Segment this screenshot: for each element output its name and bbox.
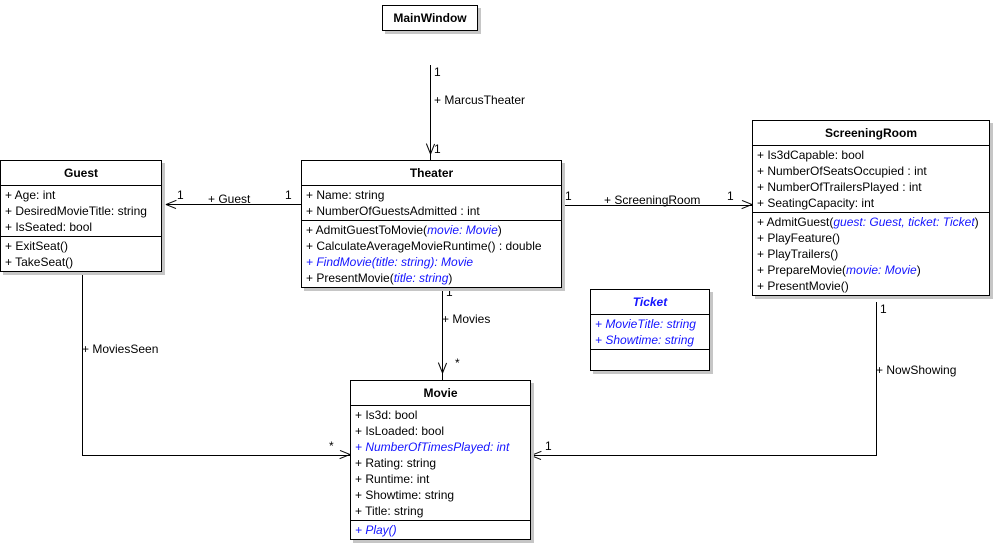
attribute-row: + Is3d: bool — [355, 408, 418, 422]
attribute-row: + NumberOfGuestsAdmitted : int — [306, 204, 480, 218]
operation-row: + AdmitGuestToMovie(movie: Movie) — [302, 222, 561, 238]
multiplicity-theater-guest-source: 1 — [285, 188, 292, 202]
connector-theater-screeningroom — [562, 205, 752, 206]
association-label-marcustheater: + MarcusTheater — [434, 93, 526, 107]
operation-row: + TakeSeat() — [5, 255, 74, 269]
connector-guest-movie-horizontal — [82, 455, 350, 456]
class-name-screeningroom: ScreeningRoom — [824, 126, 917, 140]
operation-prefix: + PresentMovie( — [306, 271, 394, 285]
attributes-compartment-theater: + Name: string + NumberOfGuestsAdmitted … — [302, 185, 561, 220]
attribute-row: + NumberOfTrailersPlayed : int — [757, 180, 922, 194]
operation-params: movie: Movie — [846, 263, 917, 277]
attribute-row: + Rating: string — [355, 456, 437, 470]
operation-params: movie: Movie — [427, 223, 498, 237]
attribute-row: + IsSeated: bool — [5, 220, 93, 234]
attribute-row: + NumberOfTimesPlayed: int — [355, 440, 510, 454]
class-name-mainwindow: MainWindow — [393, 11, 467, 25]
attributes-compartment-ticket: + MovieTitle: string + Showtime: string — [591, 314, 709, 349]
class-box-theater[interactable]: Theater + Name: string + NumberOfGuestsA… — [301, 160, 562, 288]
multiplicity-theater-guest-target: 1 — [177, 188, 184, 202]
connector-guest-movie-vertical — [82, 261, 83, 455]
attributes-compartment-guest: + Age: int + DesiredMovieTitle: string +… — [1, 185, 161, 236]
attribute-row: + Showtime: string — [595, 333, 695, 347]
connector-screeningroom-movie-vertical — [876, 302, 877, 455]
operations-compartment-ticket — [591, 349, 709, 370]
association-label-nowshowing: + NowShowing — [876, 363, 957, 377]
association-label-screeningroom: + ScreeningRoom — [604, 193, 701, 207]
class-box-movie[interactable]: Movie + Is3d: bool + IsLoaded: bool + Nu… — [350, 380, 531, 540]
multiplicity-screeningroom-movie-source: 1 — [880, 302, 887, 316]
connector-screeningroom-movie-horizontal — [531, 455, 877, 456]
attribute-row: + MovieTitle: string — [595, 317, 696, 331]
multiplicity-guest-movie-target: * — [329, 439, 334, 453]
multiplicity-theater-movie-target: * — [455, 356, 460, 370]
multiplicity-mainwindow-theater-target: 1 — [434, 142, 441, 156]
operations-compartment-theater: + AdmitGuestToMovie(movie: Movie) + Calc… — [302, 220, 561, 287]
operation-row: + PresentMovie(title: string) — [302, 270, 561, 286]
operation-suffix: ) — [448, 271, 453, 285]
class-name-theater: Theater — [409, 166, 454, 180]
attribute-row: + DesiredMovieTitle: string — [5, 204, 147, 218]
class-name-ticket: Ticket — [632, 295, 668, 309]
multiplicity-screeningroom-movie-target: 1 — [545, 439, 552, 453]
attribute-row: + SeatingCapacity: int — [757, 196, 875, 210]
operation-prefix: + AdmitGuestToMovie( — [306, 223, 428, 237]
multiplicity-mainwindow-theater-source: 1 — [434, 65, 441, 79]
attribute-row: + Age: int — [5, 188, 56, 202]
association-label-moviesseen: + MoviesSeen — [82, 342, 159, 356]
multiplicity-theater-screeningroom-source: 1 — [565, 189, 572, 203]
class-box-mainwindow[interactable]: MainWindow — [382, 5, 478, 31]
multiplicity-theater-movie-source: 1 — [446, 285, 453, 299]
operation-prefix: + PrepareMovie( — [757, 263, 847, 277]
operation-prefix: + AdmitGuest( — [757, 215, 834, 229]
attribute-row: + Title: string — [355, 504, 424, 518]
class-name-movie: Movie — [423, 386, 458, 400]
attribute-row: + Is3dCapable: bool — [757, 148, 865, 162]
class-box-guest[interactable]: Guest + Age: int + DesiredMovieTitle: st… — [0, 160, 162, 272]
operation-row: + PresentMovie() — [757, 279, 849, 293]
connector-theater-movie — [442, 285, 443, 380]
class-name-guest: Guest — [63, 166, 98, 180]
operation-row: + Play() — [355, 523, 397, 537]
operation-row: + PrepareMovie(movie: Movie) — [753, 262, 989, 278]
multiplicity-theater-screeningroom-target: 1 — [727, 189, 734, 203]
class-box-ticket[interactable]: Ticket + MovieTitle: string + Showtime: … — [590, 289, 710, 371]
association-label-guest: + Guest — [208, 192, 251, 206]
operation-suffix: ) — [497, 223, 502, 237]
operation-row: + FindMovie(title: string): Movie — [306, 255, 474, 269]
operation-suffix: ) — [916, 263, 921, 277]
connector-theater-guest — [166, 204, 302, 205]
operation-row: + PlayTrailers() — [757, 247, 839, 261]
class-box-screeningroom[interactable]: ScreeningRoom + Is3dCapable: bool + Numb… — [752, 120, 990, 296]
attributes-compartment-movie: + Is3d: bool + IsLoaded: bool + NumberOf… — [351, 405, 530, 520]
operation-row: + PlayFeature() — [757, 231, 841, 245]
operation-row: + AdmitGuest(guest: Guest, ticket: Ticke… — [753, 214, 989, 230]
operation-row: + ExitSeat() — [5, 239, 69, 253]
operation-suffix: ) — [974, 215, 979, 229]
operations-compartment-screeningroom: + AdmitGuest(guest: Guest, ticket: Ticke… — [753, 212, 989, 295]
attributes-compartment-screeningroom: + Is3dCapable: bool + NumberOfSeatsOccup… — [753, 145, 989, 212]
attribute-row: + NumberOfSeatsOccupied : int — [757, 164, 927, 178]
operation-params: guest: Guest, ticket: Ticket — [833, 215, 975, 229]
association-label-movies: + Movies — [442, 312, 491, 326]
attribute-row: + IsLoaded: bool — [355, 424, 445, 438]
attribute-row: + Showtime: string — [355, 488, 455, 502]
attribute-row: + Runtime: int — [355, 472, 430, 486]
operation-params: title: string — [393, 271, 449, 285]
attribute-row: + Name: string — [306, 188, 385, 202]
operations-compartment-movie: + Play() — [351, 520, 530, 539]
operations-compartment-guest: + ExitSeat() + TakeSeat() — [1, 236, 161, 271]
operation-row: + CalculateAverageMovieRuntime() : doubl… — [306, 239, 542, 253]
connector-mainwindow-theater — [430, 65, 431, 161]
